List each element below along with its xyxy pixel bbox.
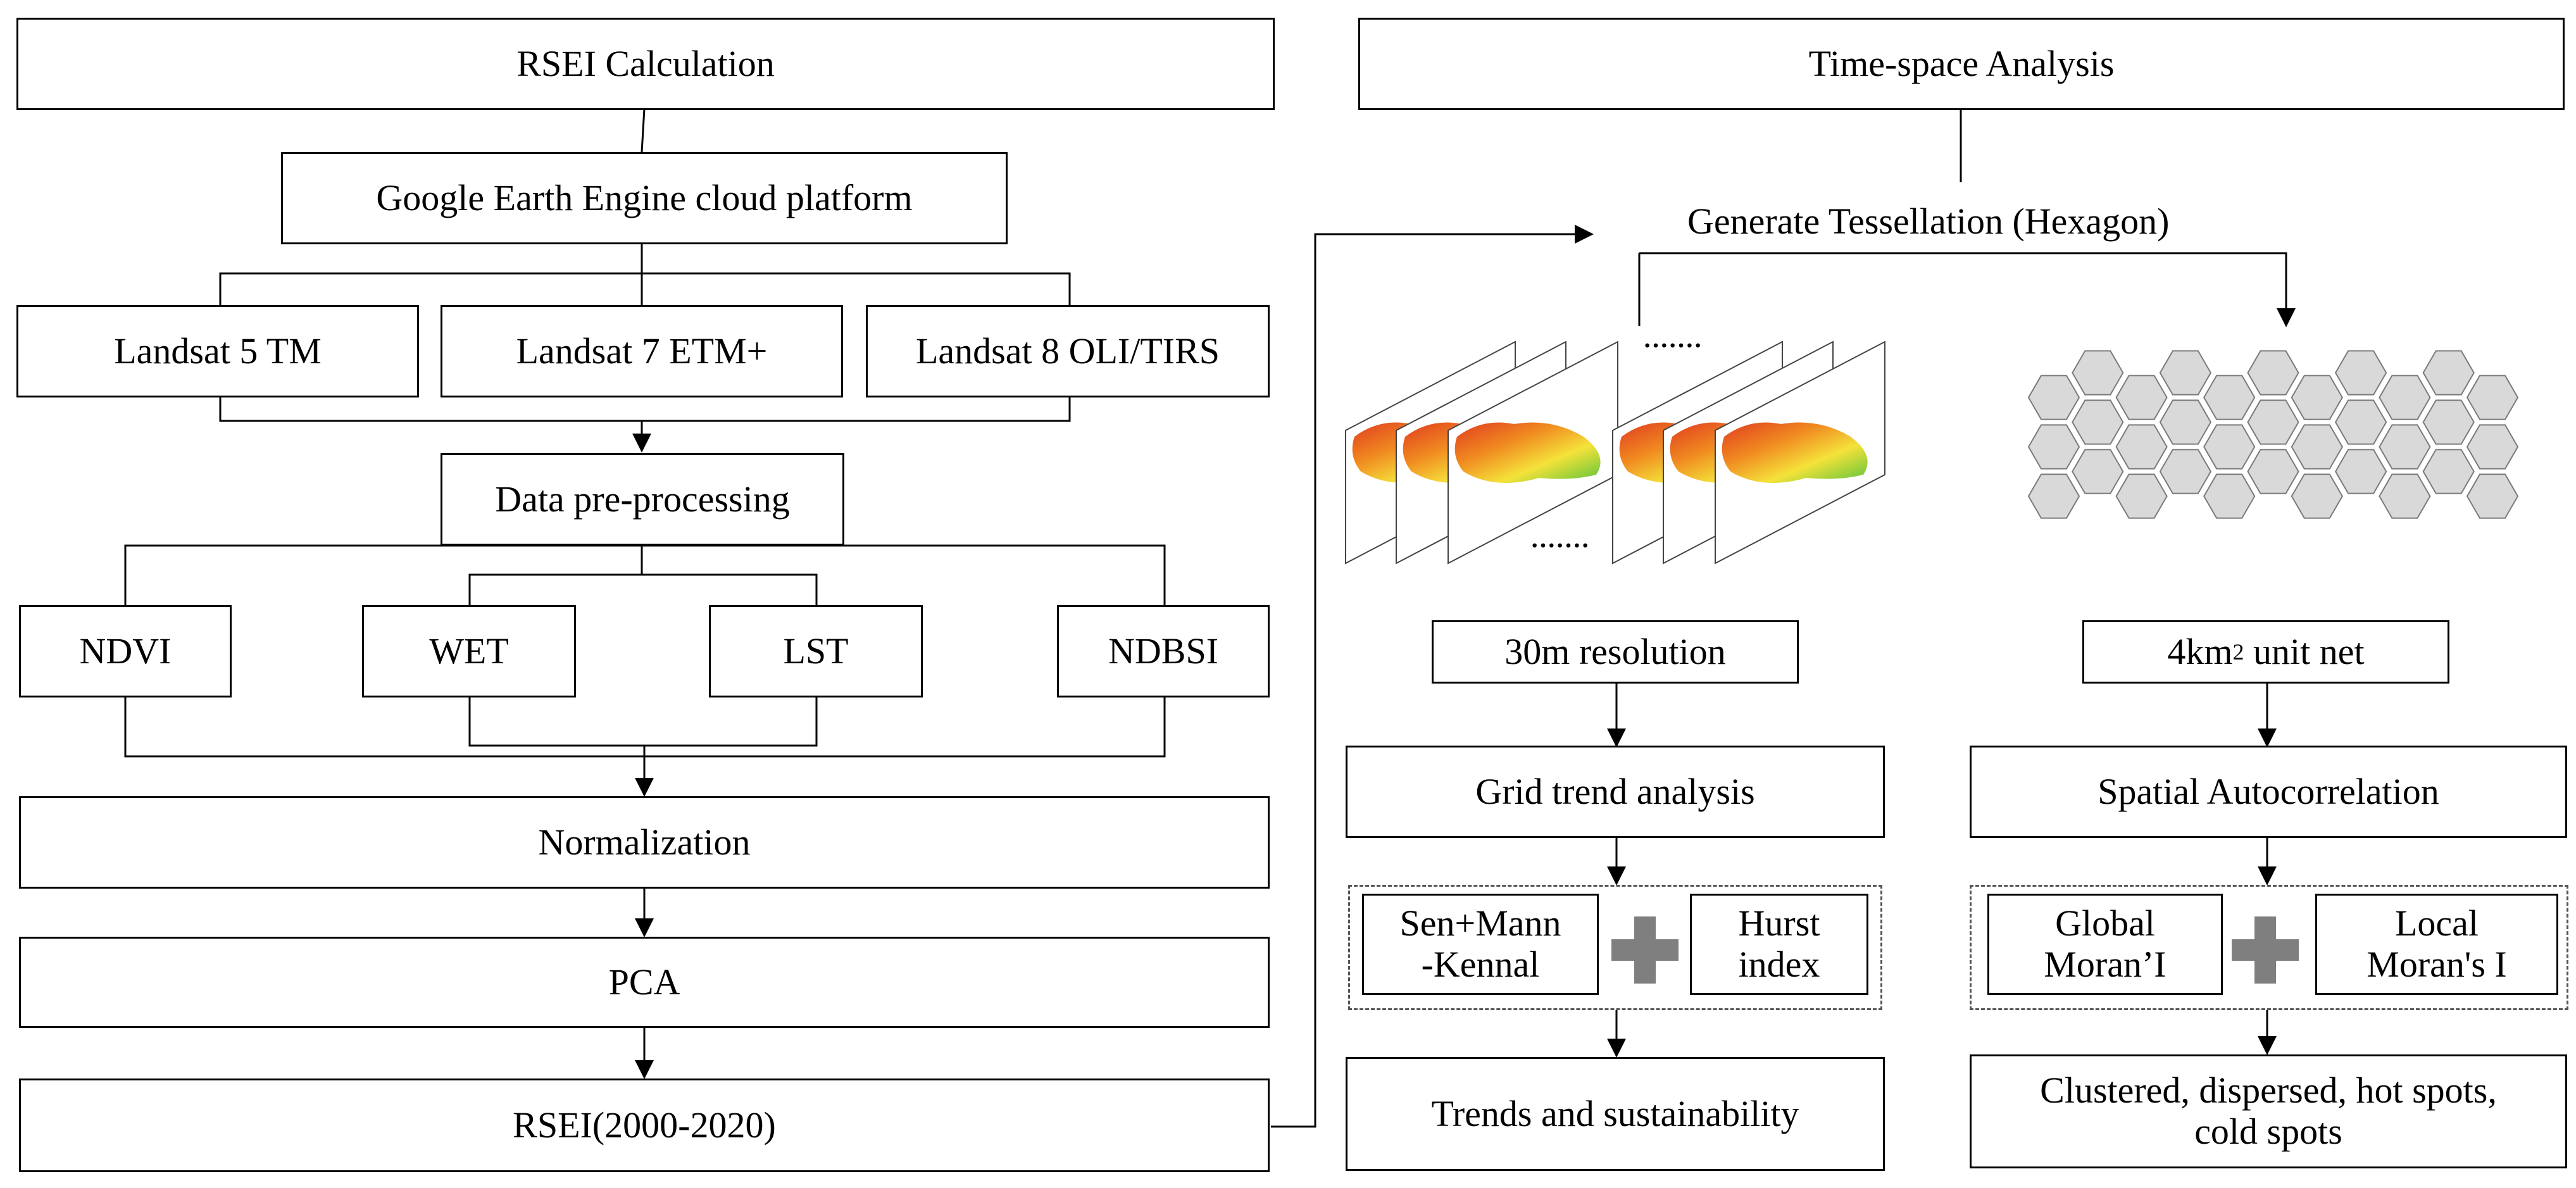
hexagon-cell bbox=[2115, 375, 2168, 420]
hexagon-cell bbox=[2159, 399, 2212, 445]
hexagon-cell bbox=[2115, 424, 2168, 470]
hexagon-cell bbox=[2072, 399, 2124, 445]
local-moran-box: Local Moran's I bbox=[2315, 894, 2558, 995]
resolution-30m-box: 30m resolution bbox=[1432, 620, 1799, 684]
index-ndvi-box: NDVI bbox=[19, 605, 232, 697]
hexagon-cell bbox=[2334, 449, 2387, 494]
sensor-landsat5-box: Landsat 5 TM bbox=[16, 305, 419, 397]
plus-icon bbox=[1611, 916, 1679, 984]
hexagon-grid-illustration bbox=[2027, 350, 2519, 519]
index-ndbsi-box: NDBSI bbox=[1057, 605, 1270, 697]
hexagon-cell bbox=[2422, 449, 2475, 494]
hexagon-cell bbox=[2379, 424, 2431, 470]
hexagon-cell bbox=[2466, 375, 2519, 420]
hexagon-cell bbox=[2291, 424, 2343, 470]
hexagon-cell bbox=[2334, 399, 2387, 445]
unit-net-prefix: 4km bbox=[2167, 630, 2233, 672]
local-moran-line1: Local bbox=[2394, 903, 2479, 944]
hurst-line2: index bbox=[1738, 944, 1820, 985]
hexagon-cell bbox=[2072, 449, 2124, 494]
unit-net-superscript: 2 bbox=[2232, 639, 2244, 665]
sensor-landsat8-box: Landsat 8 OLI/TIRS bbox=[866, 305, 1270, 397]
trend-tools-group bbox=[1348, 885, 1882, 1010]
sen-mann-kendall-box: Sen+Mann -Kennal bbox=[1362, 894, 1599, 995]
ellipsis-bottom: ······· bbox=[1530, 531, 1590, 560]
hexagon-cell bbox=[2247, 399, 2299, 445]
ellipsis-top: ······· bbox=[1643, 331, 1703, 360]
hexagon-cell bbox=[2422, 350, 2475, 396]
unit-net-suffix: unit net bbox=[2244, 630, 2365, 672]
raster-maps-illustration bbox=[1345, 341, 1885, 565]
index-wet-box: WET bbox=[362, 605, 576, 697]
hexagon-cell bbox=[2159, 350, 2212, 396]
spatial-autocorrelation-box: Spatial Autocorrelation bbox=[1970, 746, 2567, 838]
map-thumbnail bbox=[1454, 422, 1601, 483]
map-thumbnail bbox=[1722, 422, 1868, 483]
hexagon-cell bbox=[2203, 473, 2256, 519]
hexagon-cell bbox=[2291, 375, 2343, 420]
local-moran-line2: Moran's I bbox=[2367, 944, 2507, 985]
rsei-calculation-header: RSEI Calculation bbox=[16, 18, 1275, 110]
clustered-hotspots-box: Clustered, dispersed, hot spots, cold sp… bbox=[1970, 1054, 2567, 1168]
hexagon-cell bbox=[2379, 473, 2431, 519]
hexagon-cell bbox=[2115, 473, 2168, 519]
hexagon-cell bbox=[2027, 473, 2080, 519]
sen-mann-line1: Sen+Mann bbox=[1399, 903, 1561, 944]
autocorrelation-tools-group bbox=[1970, 885, 2568, 1010]
hexagon-cell bbox=[2027, 424, 2080, 470]
hexagon-cell bbox=[2379, 375, 2431, 420]
hexagon-cell bbox=[2334, 350, 2387, 396]
clustered-line2: cold spots bbox=[2194, 1111, 2342, 1152]
hexagon-cell bbox=[2247, 449, 2299, 494]
sensor-landsat7-box: Landsat 7 ETM+ bbox=[441, 305, 843, 397]
rsei-result-box: RSEI(2000-2020) bbox=[19, 1079, 1270, 1172]
hurst-index-box: Hurst index bbox=[1690, 894, 1868, 995]
hexagon-cell bbox=[2072, 350, 2124, 396]
clustered-line1: Clustered, dispersed, hot spots, bbox=[2040, 1070, 2497, 1111]
data-preprocessing-box: Data pre-processing bbox=[441, 453, 844, 546]
global-moran-line1: Global bbox=[2055, 903, 2155, 944]
hexagon-cell bbox=[2203, 424, 2256, 470]
plus-icon bbox=[2232, 916, 2299, 984]
hexagon-cell bbox=[2291, 473, 2343, 519]
pca-box: PCA bbox=[19, 937, 1270, 1028]
global-moran-box: Global Moran’I bbox=[1987, 894, 2223, 995]
global-moran-line2: Moran’I bbox=[2044, 944, 2166, 985]
hexagon-cell bbox=[2422, 399, 2475, 445]
hexagon-cell bbox=[2203, 375, 2256, 420]
gee-platform-box: Google Earth Engine cloud platform bbox=[281, 152, 1008, 244]
generate-tessellation-label: Generate Tessellation (Hexagon) bbox=[1687, 201, 2170, 242]
grid-trend-analysis-box: Grid trend analysis bbox=[1346, 746, 1885, 838]
hexagon-cell bbox=[2466, 424, 2519, 470]
index-lst-box: LST bbox=[709, 605, 923, 697]
hurst-line1: Hurst bbox=[1738, 903, 1820, 944]
hexagon-cell bbox=[2466, 473, 2519, 519]
hexagon-cell bbox=[2159, 449, 2212, 494]
time-space-analysis-header: Time-space Analysis bbox=[1358, 18, 2565, 110]
trends-sustainability-box: Trends and sustainability bbox=[1346, 1057, 1885, 1171]
hexagon-cell bbox=[2247, 350, 2299, 396]
hexagon-cell bbox=[2027, 375, 2080, 420]
sen-mann-line2: -Kennal bbox=[1421, 944, 1540, 985]
normalization-box: Normalization bbox=[19, 796, 1270, 889]
